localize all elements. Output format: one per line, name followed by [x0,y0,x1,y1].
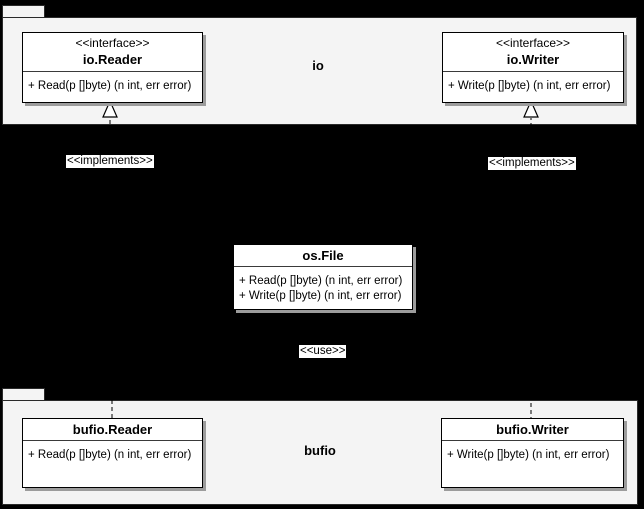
class-os-file: os.File + Read(p []byte) (n int, err err… [233,244,413,310]
realization-triangle-icon-left [102,99,118,118]
method-entry: + Read(p []byte) (n int, err error) [28,80,192,92]
realization-triangle-icon-right [523,99,539,118]
package-bufio-label: bufio [304,443,336,458]
method-entry: + Read(p []byte) (n int, err error) [239,275,403,287]
class-bufio-writer-methods: + Write(p []byte) (n int, err error) [442,441,623,463]
package-bufio-tab [2,388,45,401]
class-io-reader-header: <<interface>> io.Reader [23,33,202,72]
class-io-writer-methods: + Write(p []byte) (n int, err error) [443,72,623,94]
class-io-writer-header: <<interface>> io.Writer [443,33,623,72]
class-io-reader: <<interface>> io.Reader + Read(p []byte)… [22,32,203,103]
class-bufio-writer-header: bufio.Writer [442,419,623,441]
implements-label-right: <<implements>> [488,157,576,170]
class-io-reader-methods: + Read(p []byte) (n int, err error) [23,72,202,94]
class-bufio-writer-name: bufio.Writer [496,422,569,437]
implements-label-left: <<implements>> [66,155,154,168]
class-os-file-header: os.File [234,245,412,267]
class-bufio-reader-header: bufio.Reader [23,419,202,441]
class-io-writer-name: io.Writer [506,52,560,67]
method-entry: + Read(p []byte) (n int, err error) [28,449,192,461]
class-io-writer: <<interface>> io.Writer + Write(p []byte… [442,32,624,103]
class-bufio-reader-methods: + Read(p []byte) (n int, err error) [23,441,202,463]
use-connector-left [111,310,324,418]
class-os-file-methods: + Read(p []byte) (n int, err error) + Wr… [234,267,412,304]
class-os-file-name: os.File [302,248,344,263]
package-io-label: io [312,58,324,73]
class-io-reader-stereotype: <<interface>> [75,36,150,50]
class-io-reader-name: io.Reader [82,52,143,67]
class-io-writer-stereotype: <<interface>> [495,36,571,50]
package-io-tab [2,5,45,18]
implements-connector-right [374,118,532,244]
class-bufio-writer: bufio.Writer + Write(p []byte) (n int, e… [441,418,624,488]
class-bufio-reader-name: bufio.Reader [72,422,153,437]
use-label: <<use>> [299,345,347,358]
class-bufio-reader: bufio.Reader + Read(p []byte) (n int, er… [22,418,203,488]
implements-connector-left [109,118,271,244]
method-entry: + Write(p []byte) (n int, err error) [239,290,402,302]
method-entry: + Write(p []byte) (n int, err error) [448,80,611,92]
method-entry: + Write(p []byte) (n int, err error) [447,449,610,461]
use-connector-right [322,310,532,418]
